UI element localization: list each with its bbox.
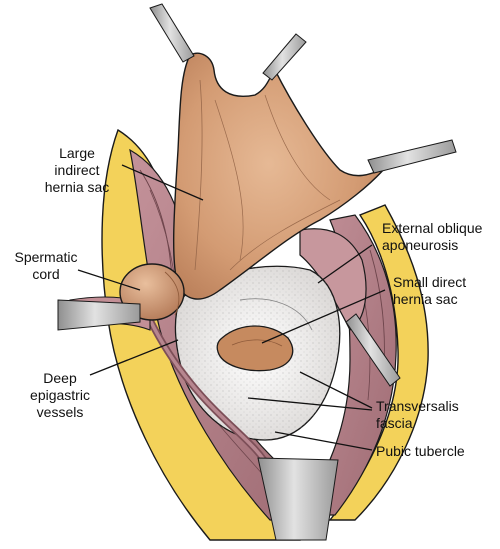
large-indirect-hernia-sac [172, 52, 386, 300]
label-external-oblique-aponeurosis: External oblique aponeurosis [382, 220, 483, 253]
label-deep-epigastric-vessels: Deep epigastric vessels [30, 370, 90, 420]
leader-deep-epigastric-vessels [89, 339, 179, 376]
leader-large-indirect-hernia-sac [121, 164, 204, 201]
leader-spermatic-cord [77, 269, 141, 291]
surgical-retractors [57, 3, 457, 541]
leader-pubic-tubercle [274, 431, 373, 451]
label-transversalis-fascia: Transversalis fascia [376, 398, 459, 431]
leader-external-oblique-aponeurosis [317, 244, 373, 284]
label-large-indirect-hernia-sac: Large indirect hernia sac [44, 145, 110, 195]
label-small-direct-hernia-sac: Small direct hernia sac [393, 274, 467, 307]
leader-lines [77, 164, 386, 451]
label-spermatic-cord: Spermatic cord [14, 249, 78, 282]
label-pubic-tubercle: Pubic tubercle [376, 443, 465, 459]
small-direct-hernia-sac [216, 325, 294, 372]
leader-small-direct-hernia-sac [261, 289, 386, 344]
leader-transversalis-fascia-2 [247, 397, 373, 411]
leader-transversalis-fascia-1 [299, 371, 373, 409]
